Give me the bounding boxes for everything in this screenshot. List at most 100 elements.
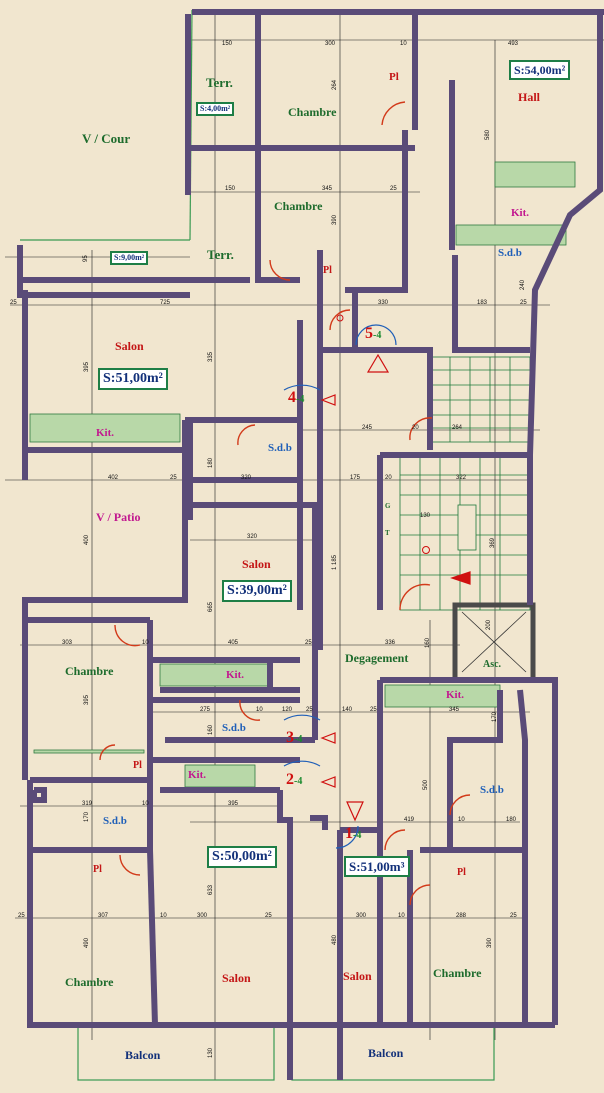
room-sdb-mid: S.d.b (222, 722, 246, 734)
dim-label: 25 (265, 913, 272, 919)
stair-label-t: T (385, 529, 390, 537)
dim-label: 1 185 (332, 554, 338, 570)
dim-label: 160 (425, 637, 431, 648)
dim-label: 180 (208, 457, 214, 468)
dim-label: 10 (142, 801, 149, 807)
dim-label: 240 (520, 279, 526, 290)
room-chambre-top: Chambre (288, 105, 337, 119)
dim-label: 25 (306, 707, 313, 713)
room-salon-left: Salon (115, 339, 144, 353)
dim-label: 10 (398, 913, 405, 919)
dim-label: 183 (477, 300, 488, 306)
dim-label: 10 (256, 707, 263, 713)
room-chambre-bottom-right: Chambre (433, 966, 482, 980)
stair-label-g: G (385, 502, 391, 510)
room-sdb-lower-left: S.d.b (103, 815, 127, 827)
room-balcon-left: Balcon (125, 1048, 161, 1062)
dim-label: 180 (506, 817, 517, 823)
dim-label: 390 (332, 214, 338, 225)
kitchen-counters (29, 161, 576, 788)
dim-label: 170 (84, 811, 90, 822)
dim-label: 300 (197, 913, 208, 919)
dim-label: 320 (247, 534, 258, 540)
room-salon-center: Salon (242, 557, 271, 571)
dim-label: 150 (225, 186, 236, 192)
room-terr-top: Terr. (206, 75, 233, 90)
room-salon-bottom-1: Salon (222, 971, 251, 985)
area-terr-top: S:4,00m² (196, 102, 235, 116)
room-kit-hall: Kit. (511, 207, 530, 219)
dim-label: 480 (332, 934, 338, 945)
dim-label: 10 (160, 913, 167, 919)
room-chambre-mid: Chambre (274, 199, 323, 213)
dim-label: 395 (228, 801, 239, 807)
dim-label: 264 (452, 425, 463, 431)
dim-label: 25 (305, 640, 312, 646)
dim-label: 245 (362, 425, 373, 431)
room-v-cour: V / Cour (82, 131, 131, 146)
room-kit-right: Kit. (446, 689, 465, 701)
dim-label: 200 (486, 619, 492, 630)
dim-label: 390 (487, 937, 493, 948)
room-sdb-right: S.d.b (480, 784, 504, 796)
red-circles (336, 314, 430, 554)
apartment-number-2: 2-4 (286, 771, 303, 788)
dim-label: 150 (222, 41, 233, 47)
apartment-number-5: 5-4 (365, 325, 382, 342)
room-degagement: Degagement (345, 651, 409, 665)
room-pl-top: Pl (389, 71, 399, 83)
dim-label: 345 (449, 707, 460, 713)
dim-label: 490 (84, 937, 90, 948)
dim-label: 25 (170, 475, 177, 481)
area-bottom-left: S:50,00m² (207, 846, 277, 868)
walls (17, 9, 604, 1080)
dim-label: 395 (84, 361, 90, 372)
stairs (399, 356, 531, 611)
dim-label: 319 (82, 801, 93, 807)
room-v-patio: V / Patio (96, 510, 141, 524)
dim-label: 130 (208, 1047, 214, 1058)
apartment-number-1: 1-4 (345, 825, 362, 842)
dim-label: 25 (18, 913, 25, 919)
room-balcon-right: Balcon (368, 1046, 404, 1060)
apartment-doors (283, 324, 397, 849)
dim-label: 20 (385, 475, 392, 481)
dim-label: 25 (520, 300, 527, 306)
room-pl-lower-right: Pl (457, 867, 466, 878)
apartment-number-4: 4-4 (288, 389, 305, 406)
doors (99, 101, 471, 906)
room-sdb-center: S.d.b (268, 442, 292, 454)
dim-label: 300 (356, 913, 367, 919)
room-sdb-hall: S.d.b (498, 247, 522, 259)
room-kit-lower: Kit. (188, 769, 207, 781)
dim-label: 170 (492, 711, 498, 722)
area-hall: S:54,00m² (509, 60, 571, 80)
dim-label: 400 (84, 534, 90, 545)
area-salon-left: S:51,00m² (98, 368, 168, 390)
area-salon-center: S:39,00m² (222, 580, 292, 602)
dim-label: 322 (456, 475, 467, 481)
dim-label: 10 (458, 817, 465, 823)
dim-label: 25 (510, 913, 517, 919)
dim-label: 288 (456, 913, 467, 919)
dim-label: 160 (208, 724, 214, 735)
dim-label: 345 (322, 186, 333, 192)
area-bottom-right: S:51,00m³ (344, 856, 410, 877)
dim-label: 95 (83, 255, 89, 262)
dim-label: 493 (508, 41, 519, 47)
dim-label: 336 (385, 640, 396, 646)
dim-label: 303 (62, 640, 73, 646)
dim-label: 264 (332, 79, 338, 90)
apartment-number-3: 3-4 (286, 729, 303, 746)
dim-label: 369 (490, 537, 496, 548)
room-salon-bottom-2: Salon (343, 969, 372, 983)
room-terr-mid: Terr. (207, 247, 234, 262)
dim-label: 402 (108, 475, 119, 481)
dim-label: 175 (350, 475, 361, 481)
dim-label: 300 (325, 41, 336, 47)
dim-label: 25 (390, 186, 397, 192)
room-hall: Hall (518, 90, 541, 104)
area-terr-mid: S:9,00m² (110, 251, 149, 265)
room-pl-lower-left: Pl (93, 864, 102, 875)
